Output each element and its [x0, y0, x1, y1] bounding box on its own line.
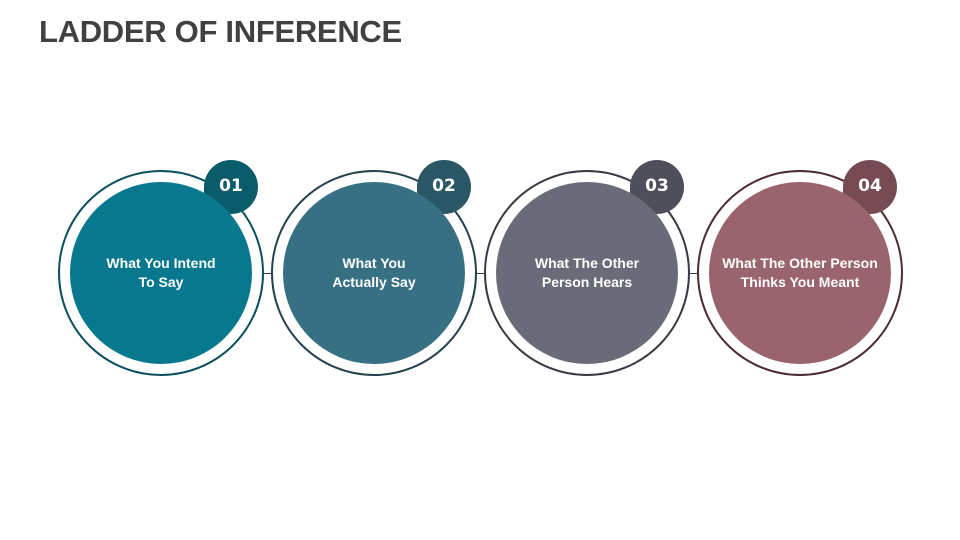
step-number: 01	[219, 176, 243, 196]
step-circle: What The Other Person Thinks You Meant	[709, 182, 891, 364]
step-number-badge: 01	[204, 160, 258, 214]
page-title: LADDER OF INFERENCE	[39, 14, 402, 49]
step-number: 02	[432, 176, 456, 196]
step-number: 04	[858, 176, 882, 196]
step-circle: What The Other Person Hears	[496, 182, 678, 364]
step-label: What You Actually Say	[332, 255, 416, 290]
step-number: 03	[645, 176, 669, 196]
step-circle: What You Actually Say	[283, 182, 465, 364]
step-label: What The Other Person Thinks You Meant	[722, 255, 878, 290]
step-label: What The Other Person Hears	[534, 255, 640, 290]
step-circle: What You Intend To Say	[70, 182, 252, 364]
step-label: What You Intend To Say	[106, 255, 216, 290]
